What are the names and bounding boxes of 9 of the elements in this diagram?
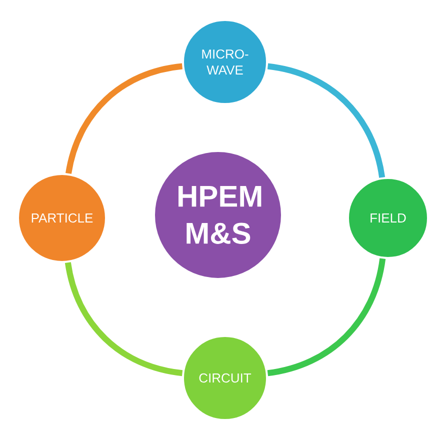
ring-arc — [267, 63, 386, 178]
ring-arc — [66, 63, 183, 174]
ring-arc — [267, 258, 386, 376]
circle-node: HPEM M&S — [153, 150, 283, 280]
circle-node: FIELD — [347, 176, 429, 259]
ring-arc — [64, 262, 183, 376]
circle-node: PARTICLE — [17, 173, 107, 263]
circle-node: CIRCUIT — [182, 334, 268, 421]
circle-node: MICRO- WAVE — [182, 19, 268, 105]
